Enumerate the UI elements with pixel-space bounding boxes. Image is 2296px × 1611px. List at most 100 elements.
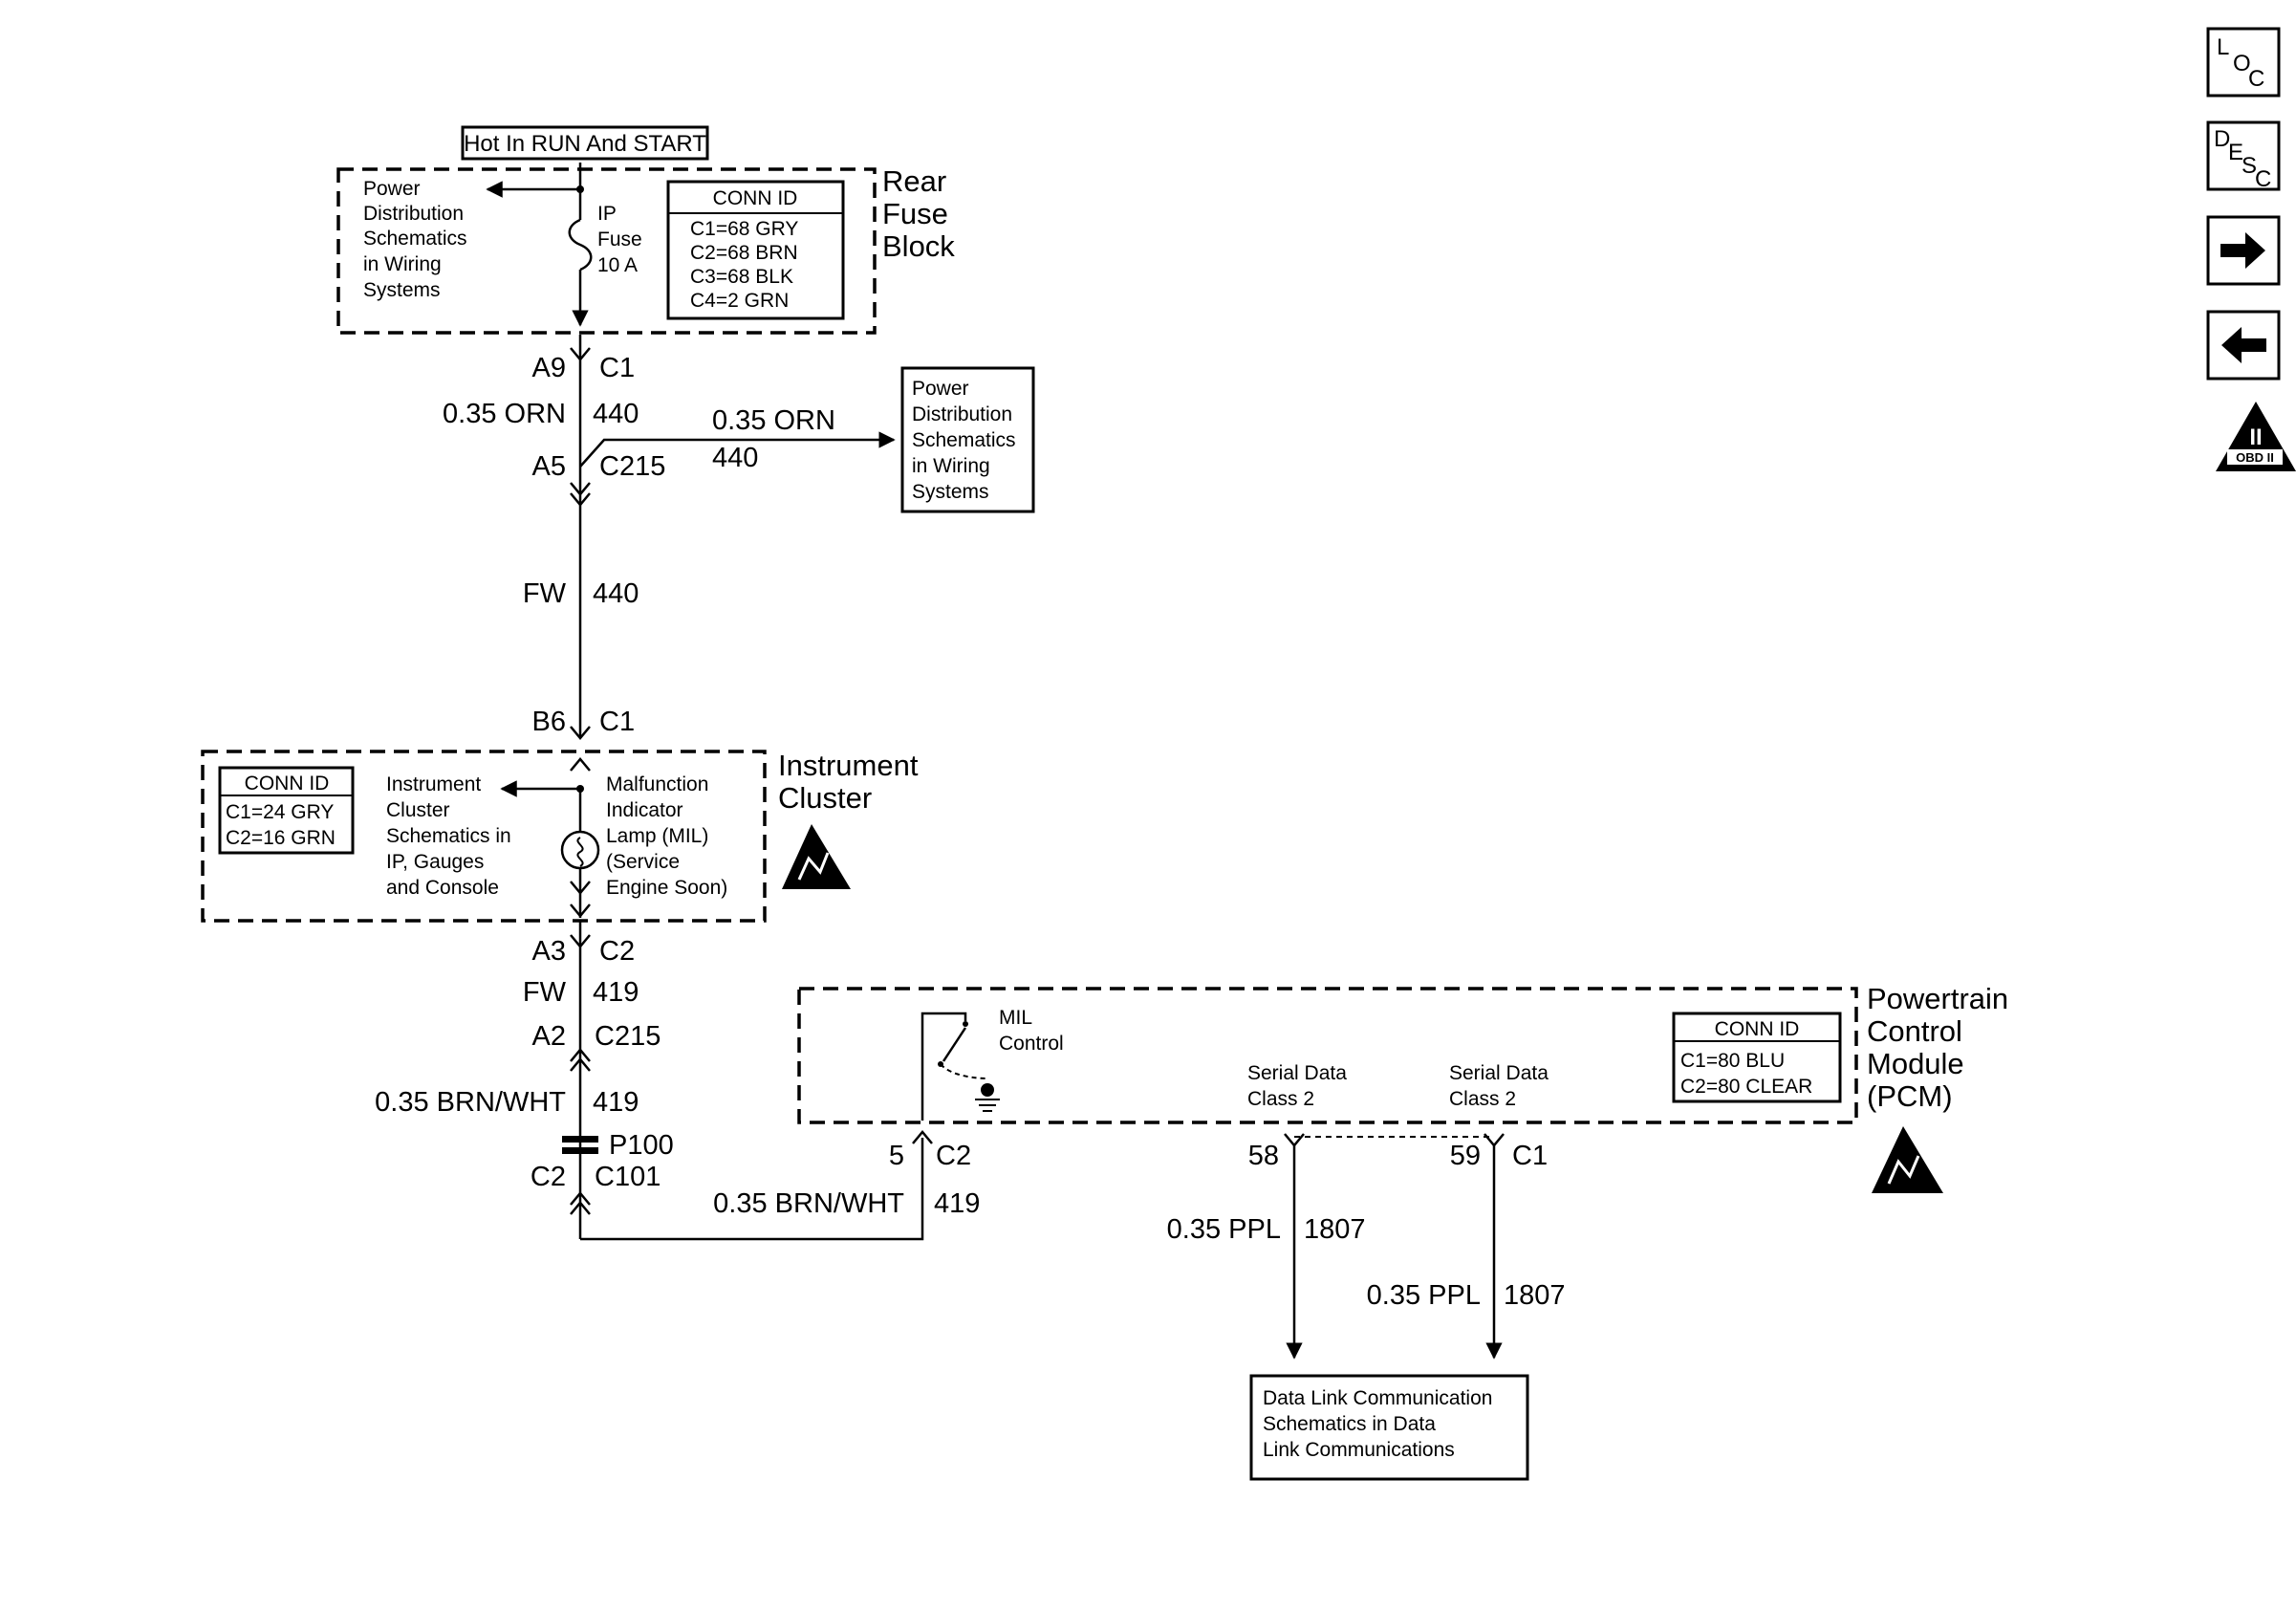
loc-icon[interactable]: L O C: [2206, 27, 2281, 98]
svg-text:Class 2: Class 2: [1247, 1088, 1314, 1110]
svg-text:Schematics in Data: Schematics in Data: [1263, 1413, 1436, 1435]
pin-a3: A3: [532, 936, 566, 967]
svg-text:(Service: (Service: [606, 851, 680, 873]
svg-text:OBD II: OBD II: [2236, 450, 2274, 465]
ip-fuse-icon: [568, 218, 593, 272]
pin-a2: A2: [532, 1021, 566, 1052]
instrument-cluster-title: Instrument Cluster: [778, 749, 919, 815]
svg-text:S: S: [2242, 153, 2257, 179]
esd-sensitive-icon: [782, 824, 851, 889]
svg-text:Link Communications: Link Communications: [1263, 1439, 1455, 1461]
svg-text:C1=68 GRY: C1=68 GRY: [690, 218, 798, 240]
mil-control-switch: [921, 1012, 1000, 1121]
arrow-right-icon[interactable]: [2206, 215, 2281, 286]
svg-text:C2=68 BRN: C2=68 BRN: [690, 242, 798, 264]
svg-text:Block: Block: [882, 229, 955, 263]
svg-text:O: O: [2233, 51, 2251, 76]
circuit-419-bottom: 419: [934, 1188, 980, 1219]
connector-c215-lower: C215: [595, 1021, 661, 1052]
pin-c2-lower: C2: [531, 1162, 566, 1192]
connector-b6-symbol: [570, 726, 591, 740]
power-distribution-reference-fuse: Power Distribution Schematics in Wiring …: [363, 178, 467, 301]
svg-text:Power: Power: [363, 178, 421, 200]
splice-dot: [576, 185, 584, 193]
pin-59-connector-symbol: [1484, 1133, 1505, 1147]
pcm-title: Powertrain Control Module (PCM): [1867, 982, 2008, 1113]
svg-text:Power: Power: [912, 378, 969, 400]
wire-0-35-orn-left: 0.35 ORN: [443, 399, 566, 429]
svg-text:CONN ID: CONN ID: [713, 187, 798, 209]
pcm-pin-59: 59: [1450, 1141, 1481, 1171]
svg-text:C1=80 BLU: C1=80 BLU: [1680, 1050, 1785, 1072]
svg-text:Control: Control: [1867, 1014, 1962, 1048]
svg-text:CONN ID: CONN ID: [1715, 1018, 1800, 1040]
svg-text:Schematics: Schematics: [363, 228, 467, 250]
pcm-connector-c2: C2: [936, 1141, 971, 1171]
connector-c215-upper: C215: [599, 451, 665, 482]
mil-lamp-icon: [560, 830, 600, 870]
rear-fuse-conn-id: CONN ID C1=68 GRY C2=68 BRN C3=68 BLK C4…: [666, 180, 845, 320]
connector-a9-c1-symbol: [570, 347, 591, 361]
svg-text:C1=24 GRY: C1=24 GRY: [226, 801, 334, 823]
wire-0-35-orn-branch: 0.35 ORN: [712, 405, 835, 436]
svg-text:C4=2 GRN: C4=2 GRN: [690, 290, 789, 312]
svg-text:C: C: [2248, 66, 2264, 92]
connector-c1-cluster: C1: [599, 707, 635, 737]
circuit-440-branch: 440: [712, 443, 758, 473]
svg-text:Systems: Systems: [363, 279, 441, 301]
pcm-esd-sensitive-icon: [1872, 1126, 1943, 1193]
pcm-pin-5: 5: [889, 1141, 904, 1171]
svg-text:D: D: [2214, 126, 2230, 152]
svg-text:Fuse: Fuse: [597, 229, 642, 250]
mil-control-label: MIL Control: [999, 1007, 1064, 1055]
obd-ii-icon[interactable]: II OBD II: [2216, 402, 2296, 471]
svg-text:Distribution: Distribution: [363, 203, 464, 225]
svg-text:Schematics in: Schematics in: [386, 825, 511, 847]
pin-58-connector-symbol: [1284, 1133, 1305, 1147]
connector-c101: C101: [595, 1162, 661, 1192]
svg-text:Powertrain: Powertrain: [1867, 982, 2008, 1015]
svg-text:Cluster: Cluster: [386, 799, 450, 821]
svg-text:Distribution: Distribution: [912, 403, 1012, 425]
svg-text:Instrument: Instrument: [778, 749, 919, 782]
passthrough-p100: P100: [609, 1130, 674, 1161]
arrow-left-icon[interactable]: [2206, 310, 2281, 381]
circuit-1807-2: 1807: [1504, 1280, 1566, 1311]
serial-data-class-2-label-1: Serial Data Class 2: [1247, 1062, 1347, 1110]
connector-c215-lower-symbol: [570, 1048, 591, 1072]
svg-text:Systems: Systems: [912, 481, 989, 503]
svg-text:Malfunction: Malfunction: [606, 773, 708, 795]
wire-fw: FW: [523, 578, 567, 609]
svg-text:Serial Data: Serial Data: [1247, 1062, 1347, 1084]
svg-text:and Console: and Console: [386, 877, 499, 899]
wire-0-35-ppl-2: 0.35 PPL: [1367, 1280, 1481, 1311]
pin-a9: A9: [532, 353, 566, 383]
circuit-440-left: 440: [593, 399, 639, 429]
pcm-pin-58: 58: [1248, 1141, 1279, 1171]
pcm-conn-id: CONN ID C1=80 BLU C2=80 CLEAR: [1672, 1012, 1842, 1103]
desc-icon[interactable]: D E S C: [2206, 120, 2281, 192]
svg-text:II: II: [2249, 425, 2262, 450]
power-distribution-reference-box: Power Distribution Schematics in Wiring …: [900, 366, 1035, 513]
svg-text:IP: IP: [597, 203, 617, 225]
svg-text:Indicator: Indicator: [606, 799, 683, 821]
wire-0-35-ppl-1: 0.35 PPL: [1167, 1214, 1281, 1245]
cluster-conn-id: CONN ID C1=24 GRY C2=16 GRN: [218, 766, 355, 855]
pcm-connector-c1: C1: [1512, 1141, 1548, 1171]
svg-text:C2=16 GRN: C2=16 GRN: [226, 827, 336, 849]
cluster-output-connector-symbol: [570, 881, 591, 918]
svg-text:C3=68 BLK: C3=68 BLK: [690, 266, 793, 288]
svg-text:Engine Soon): Engine Soon): [606, 877, 727, 899]
connector-c1: C1: [599, 353, 635, 383]
svg-text:in Wiring: in Wiring: [912, 455, 990, 477]
data-link-communication-reference: Data Link Communication Schematics in Da…: [1249, 1374, 1529, 1481]
svg-text:IP, Gauges: IP, Gauges: [386, 851, 484, 873]
svg-text:Cluster: Cluster: [778, 781, 872, 815]
wire-0-35-brn-wht-bottom: 0.35 BRN/WHT: [713, 1188, 904, 1219]
instrument-cluster-schematics-reference: Instrument Cluster Schematics in IP, Gau…: [386, 773, 511, 899]
rear-fuse-block-title: Rear Fuse Block: [882, 164, 955, 263]
svg-text:in Wiring: in Wiring: [363, 253, 442, 275]
svg-text:C: C: [2255, 166, 2271, 192]
circuit-419: 419: [593, 1087, 639, 1118]
